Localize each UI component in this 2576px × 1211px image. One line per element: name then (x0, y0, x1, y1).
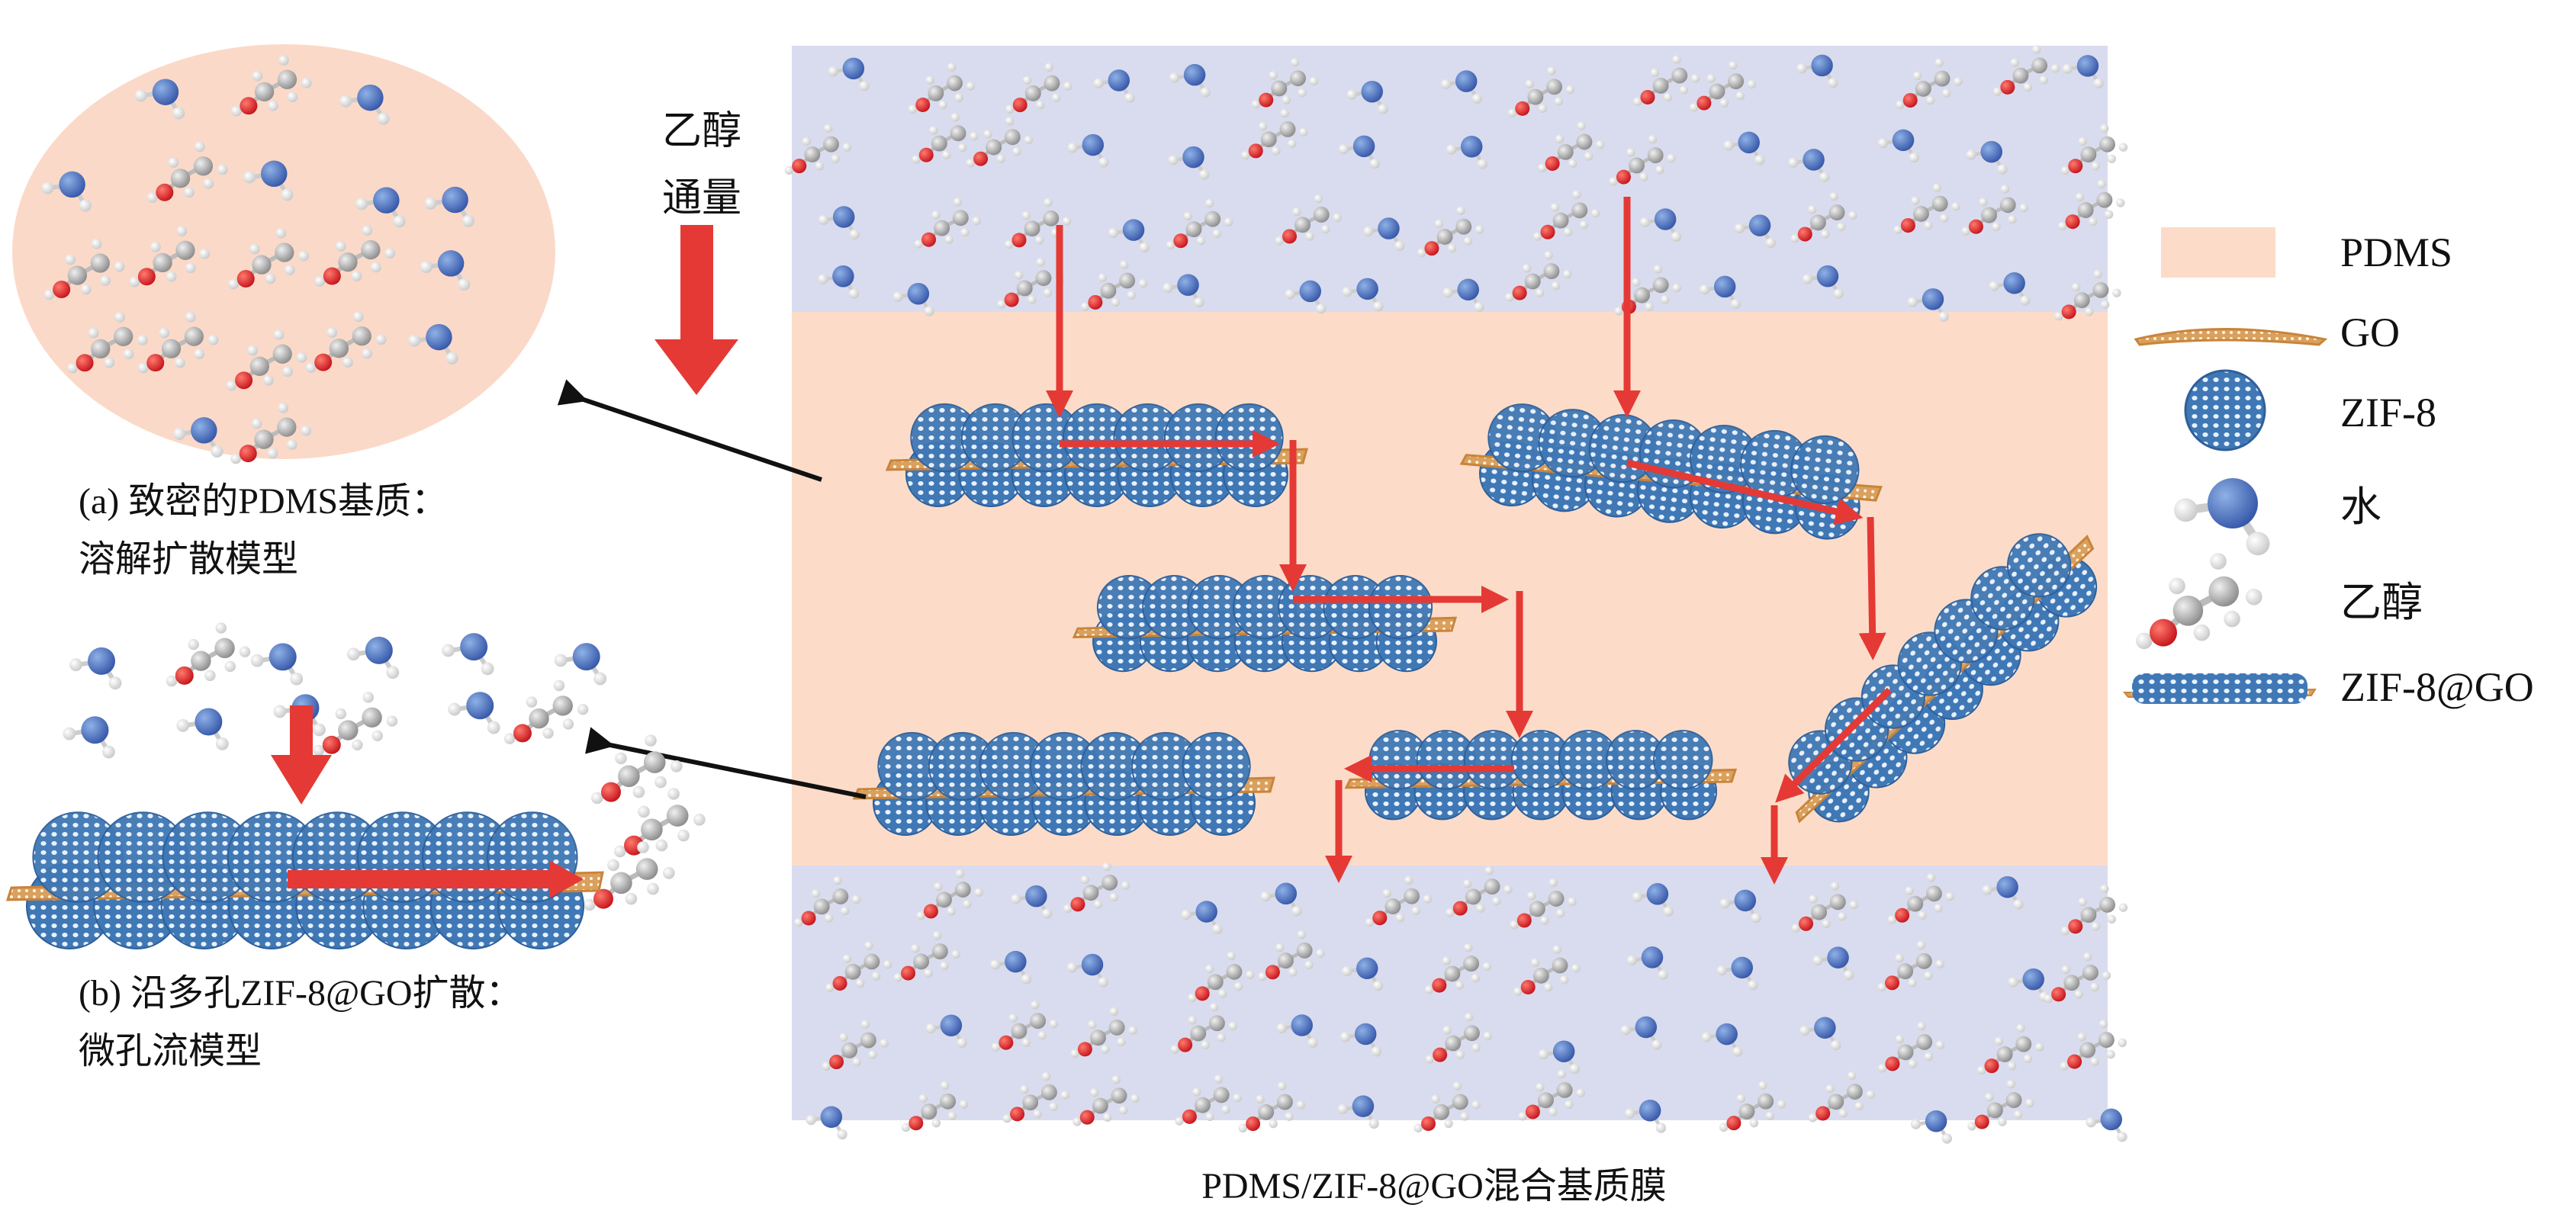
water-molecule (555, 643, 606, 685)
zif8-go-particle (1788, 533, 2098, 824)
flux-label: 乙醇 通量 (662, 98, 741, 232)
caption-b: (b) 沿多孔ZIF-8@GO扩散： 微孔流模型 (79, 965, 523, 1081)
zif8-sphere-icon (2184, 369, 2266, 451)
legend-label-pdms: PDMS (2340, 230, 2453, 275)
caption-a-line1: (a) 致密的PDMS基质： (79, 481, 449, 522)
zif8-go-particle (885, 403, 1308, 507)
water-molecule (442, 633, 494, 675)
water-molecule (69, 647, 121, 689)
ethanol-molecule (314, 692, 397, 756)
water-molecule-icon (2174, 478, 2269, 555)
ethanol-molecule (504, 680, 588, 744)
caption-b-line1: (b) 沿多孔ZIF-8@GO扩散： (79, 973, 523, 1013)
water-molecule (251, 643, 303, 685)
permeate-side-region (792, 866, 2108, 1120)
path-arrow (1626, 459, 1864, 525)
ethanol-molecule (614, 788, 706, 857)
water-molecule (63, 716, 114, 758)
caption-a: (a) 致密的PDMS基质： 溶解扩散模型 (79, 473, 448, 589)
feed-side-region (792, 46, 2108, 312)
caption-a-line2: 溶解扩散模型 (79, 539, 299, 580)
legend-label-water: 水 (2340, 483, 2381, 531)
water-molecule (448, 692, 500, 734)
ethanol-molecule (166, 622, 250, 686)
zif8-go-particle (1344, 730, 1738, 821)
legend-icons (2122, 227, 2328, 704)
flux-label-line1: 乙醇 (662, 108, 742, 154)
legend-label-ethanol: 乙醇 (2340, 578, 2423, 626)
pdms-swatch-icon (2161, 227, 2275, 278)
legend-label-zif8: ZIF-8 (2340, 390, 2436, 435)
callout-arrow-a (557, 379, 822, 482)
legend-label-zif8-go: ZIF-8@GO (2340, 664, 2534, 710)
flux-label-line2: 通量 (662, 175, 742, 221)
closeup-down-arrow (271, 705, 332, 805)
path-arrow (1775, 687, 1893, 803)
water-molecule (347, 637, 399, 679)
transport-paths (1046, 197, 1893, 885)
graphene-oxide-icon (2134, 328, 2328, 346)
water-molecule (176, 708, 228, 750)
zif8-go-particle (852, 731, 1275, 836)
zif8-go-icon (2122, 673, 2317, 704)
path-arrow (1858, 516, 1886, 660)
membrane-caption: PDMS/ZIF-8@GO混合基质膜 (1201, 1166, 1667, 1206)
ethanol-molecule-icon (2136, 553, 2262, 649)
ethanol-flux-arrow (654, 225, 738, 395)
closeup-diffusion-arrow (288, 860, 584, 898)
legend-label-go: GO (2340, 310, 2400, 355)
caption-b-line2: 微孔流模型 (79, 1031, 262, 1071)
zif8-go-particle (1072, 575, 1458, 673)
